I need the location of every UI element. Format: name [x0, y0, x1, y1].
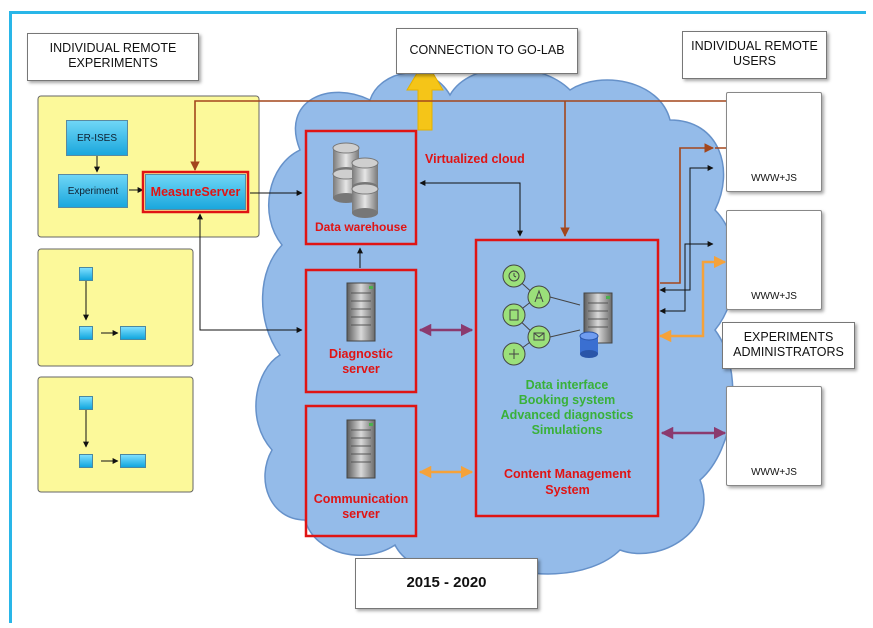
experiment-node: Experiment [58, 174, 128, 208]
individual-remote-users-label-box [682, 31, 827, 79]
services-box [474, 238, 660, 518]
years-label: 2015 - 2020 [406, 574, 487, 591]
services-database-icon [579, 331, 599, 358]
panel3-square-top [79, 396, 93, 410]
er-ises-node: ER-ISES [66, 120, 128, 156]
remote-user-box-2: WWW+JS [726, 210, 822, 310]
diagnostic-server-box [304, 268, 418, 394]
database-icon [332, 142, 379, 218]
arrow-measureserver-diagnostic [197, 213, 303, 333]
frame-border [9, 11, 866, 623]
user-box-1-caption: WWW+JS [751, 173, 797, 184]
individual-remote-users-label: INDIVIDUAL REMOTE USERS [691, 39, 818, 68]
remote-user-box-1: WWW+JS [726, 92, 822, 192]
diagnostic-server-icon [346, 282, 376, 342]
panel3-square-bottom-left [79, 454, 93, 468]
service-icons [502, 264, 581, 366]
connection-to-golab-label: CONNECTION TO GO-LAB [409, 43, 565, 57]
panel2-square-bottom-left [79, 326, 93, 340]
data-warehouse-box [304, 129, 418, 246]
arrow-services-users-orange [658, 255, 727, 343]
user-box-2-caption: WWW+JS [751, 291, 797, 302]
experiment-panel-3 [37, 376, 194, 493]
experiments-administrators-label: EXPERIMENTS ADMINISTRATORS [733, 330, 844, 359]
arrow-warehouse-services [419, 180, 523, 237]
panel2-square-top [79, 267, 93, 281]
virtualized-cloud-label: Virtualized cloud [425, 152, 525, 166]
years-label-box [355, 558, 538, 609]
experiment-panel-1 [37, 95, 260, 238]
diagnostic-server-label: Diagnostic server [329, 347, 393, 376]
individual-remote-experiments-label-box [27, 33, 199, 81]
measureserver-node: MeasureServer [145, 174, 246, 210]
experiments-administrators-label-box [722, 322, 855, 369]
admin-user-box: WWW+JS [726, 386, 822, 486]
content-management-system-label: Content Management System [503, 467, 632, 497]
service-data-interface: Data interface [525, 378, 609, 392]
service-advanced-diagnostics: Advanced diagnostics [500, 408, 634, 422]
experiment-panel-2 [37, 248, 194, 367]
communication-server-label: Communication server [313, 492, 409, 521]
panel3-square-bottom-right [120, 454, 146, 468]
panel2-square-bottom-right [120, 326, 146, 340]
measureserver-box-outline [141, 170, 250, 214]
communication-server-box [304, 404, 418, 538]
data-warehouse-label: Data warehouse [314, 220, 408, 234]
services-list: Data interface Booking system Advanced d… [476, 378, 658, 438]
service-simulations: Simulations [531, 423, 603, 437]
communication-server-icon [346, 419, 376, 479]
golab-connection-arrow [406, 59, 444, 131]
connection-to-golab-label-box [396, 28, 578, 74]
admin-box-caption: WWW+JS [751, 467, 797, 478]
service-booking-system: Booking system [518, 393, 616, 407]
individual-remote-experiments-label: INDIVIDUAL REMOTE EXPERIMENTS [49, 41, 177, 70]
